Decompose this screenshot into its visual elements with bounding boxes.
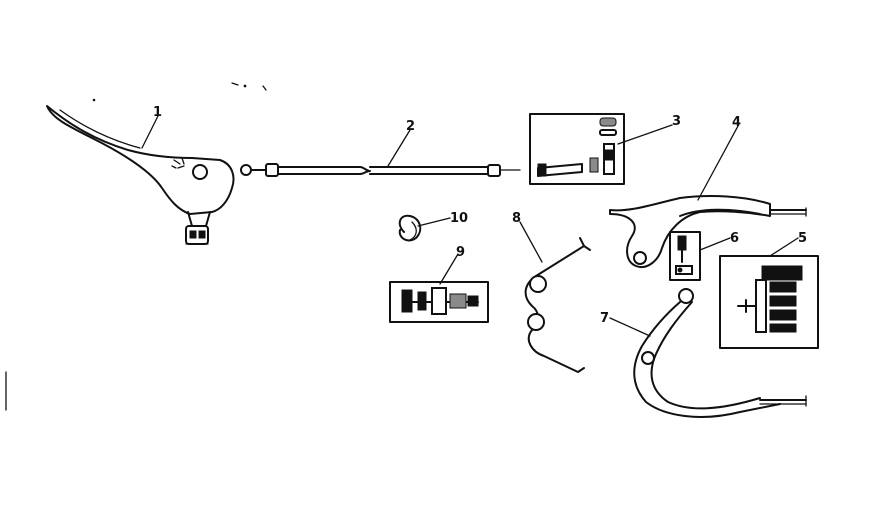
leader-line-2: [387, 129, 411, 167]
callout-1: 1: [153, 105, 162, 120]
part-upper-caliper-arm: [609, 195, 807, 268]
scan-specks: [5, 82, 267, 411]
leader-line-9: [439, 253, 459, 285]
leader-line-6: [699, 237, 731, 251]
callout-4: 4: [732, 115, 741, 130]
leader-line-3: [617, 124, 673, 145]
callout-3: 3: [672, 114, 681, 129]
leader-line-10: [417, 217, 451, 227]
part-cable-hardware-pack: [529, 113, 625, 185]
part-cable: [240, 163, 521, 177]
part-pivot-bolt-pack: [669, 231, 701, 281]
callout-7: 7: [600, 311, 609, 326]
part-lever: [46, 105, 235, 245]
leader-line-8: [519, 221, 543, 263]
leader-line-5: [769, 237, 799, 257]
leader-line-1: [141, 115, 159, 149]
callout-9: 9: [456, 245, 465, 260]
part-lower-caliper-arm: [633, 288, 807, 418]
callout-8: 8: [512, 211, 521, 226]
callout-6: 6: [730, 231, 739, 246]
leader-line-4: [697, 125, 739, 201]
part-brake-shoe-pack: [719, 255, 819, 349]
part-cable-clip: [398, 214, 422, 242]
callout-5: 5: [798, 231, 807, 246]
callout-2: 2: [406, 119, 415, 134]
part-bolt-set-pack: [389, 281, 489, 323]
callout-10: 10: [450, 211, 468, 226]
leader-line-7: [609, 317, 651, 337]
part-return-spring: [524, 237, 591, 373]
